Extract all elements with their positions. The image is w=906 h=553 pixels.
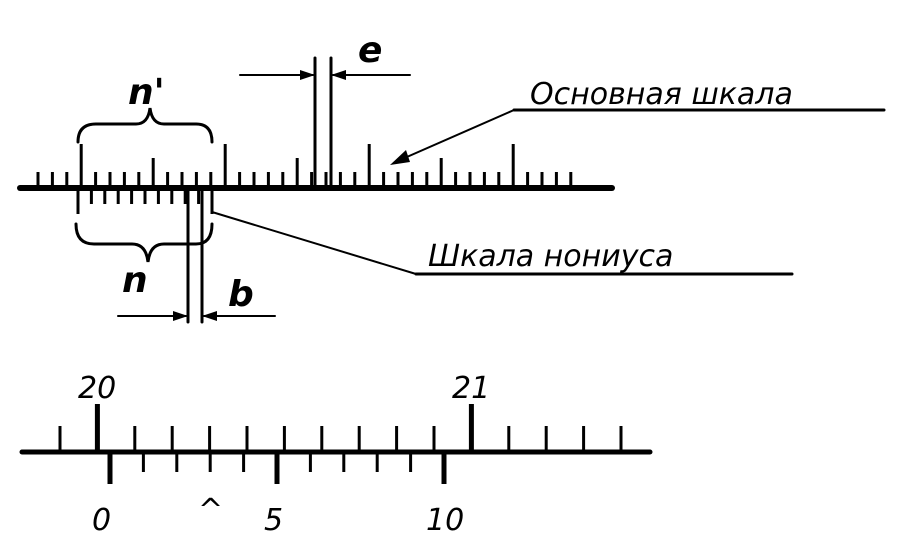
top-vernier-diagram: n' n e b Основная шкала Шкала нониуса — [17, 30, 886, 324]
n-prime-brace — [76, 107, 214, 144]
vernier-scale-label: Шкала нониуса — [428, 239, 673, 274]
vernier-number-0: 0 — [92, 503, 111, 538]
vernier-scale-leader-line — [211, 211, 417, 275]
main-scale-leader-line — [399, 109, 515, 161]
e-label: e — [358, 30, 382, 71]
bottom-main-scale-ticks — [58, 404, 623, 452]
vernier-number-10: 10 — [426, 503, 464, 538]
main-scale-leader-arrow — [390, 150, 410, 165]
bottom-vernier-diagram: 20 21 0 5 10 ^ — [19, 371, 653, 538]
vernier-scale-ticks — [76, 188, 214, 214]
n-brace — [74, 222, 214, 263]
b-label: b — [228, 274, 254, 315]
main-scale-ticks — [36, 144, 573, 188]
coincidence-caret: ^ — [198, 493, 223, 528]
n-label: n — [122, 260, 148, 301]
main-number-20: 20 — [78, 371, 116, 406]
n-prime-label: n' — [128, 72, 165, 113]
main-scale-label: Основная шкала — [530, 77, 793, 112]
b-arrow-left — [173, 311, 188, 321]
e-arrow-left — [300, 70, 315, 80]
main-number-21: 21 — [452, 371, 490, 406]
bottom-vernier-scale-ticks — [107, 452, 447, 484]
b-arrow-right — [202, 311, 217, 321]
vernier-number-5: 5 — [264, 503, 283, 538]
e-arrow-right — [331, 70, 346, 80]
